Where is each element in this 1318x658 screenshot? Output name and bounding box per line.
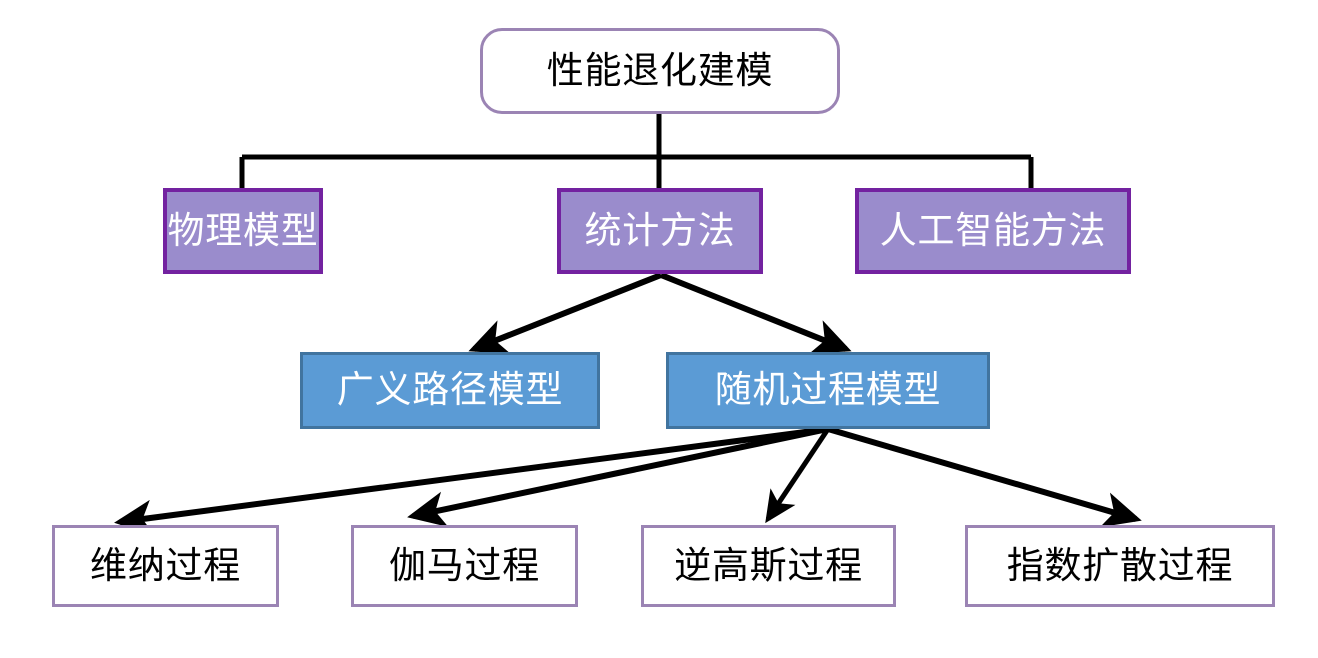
node-exponential-diffusion-process-label: 指数扩散过程 xyxy=(1006,545,1234,587)
node-stochastic-process-model-label: 随机过程模型 xyxy=(714,370,942,411)
node-physical-model-label: 物理模型 xyxy=(167,210,319,252)
node-root-label: 性能退化建模 xyxy=(546,50,774,92)
node-ai-method-label: 人工智能方法 xyxy=(879,210,1107,252)
node-general-path-model[interactable]: 广义路径模型 xyxy=(300,352,600,429)
node-inverse-gaussian-process-label: 逆高斯过程 xyxy=(674,545,863,587)
node-exponential-diffusion-process[interactable]: 指数扩散过程 xyxy=(965,525,1275,607)
node-general-path-model-label: 广义路径模型 xyxy=(336,370,564,411)
node-statistical-method[interactable]: 统计方法 xyxy=(557,188,763,274)
node-wiener-process-label: 维纳过程 xyxy=(90,545,241,587)
connector-statistics-to-level3 xyxy=(468,272,852,354)
node-gamma-process[interactable]: 伽马过程 xyxy=(351,525,578,607)
connector-stochastic-to-level4 xyxy=(114,426,1142,536)
node-physical-model[interactable]: 物理模型 xyxy=(163,188,323,274)
node-stochastic-process-model[interactable]: 随机过程模型 xyxy=(666,352,990,429)
node-gamma-process-label: 伽马过程 xyxy=(389,545,540,587)
node-root[interactable]: 性能退化建模 xyxy=(480,28,840,114)
node-statistical-method-label: 统计方法 xyxy=(584,210,736,252)
node-wiener-process[interactable]: 维纳过程 xyxy=(52,525,279,607)
node-inverse-gaussian-process[interactable]: 逆高斯过程 xyxy=(641,525,896,607)
connector-root-to-level2 xyxy=(239,112,1034,189)
node-ai-method[interactable]: 人工智能方法 xyxy=(855,188,1131,274)
